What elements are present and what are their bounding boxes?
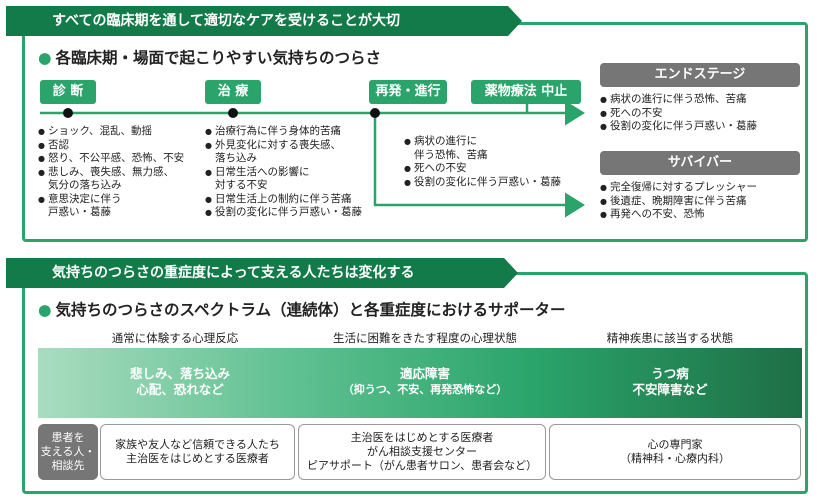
list-item-continued: 伴う恐怖、苦痛 [414, 148, 488, 161]
list-item: 役割の変化に伴う戸惑い・葛藤 [600, 120, 805, 134]
spectrum-band [38, 348, 802, 418]
spectrum-adjustment-label: 適応障害 （抑うつ、不安、再発恐怖など） [342, 366, 508, 396]
timeline-dot-recurrence [370, 108, 380, 118]
list-item: ショック、混乱、動揺 [38, 125, 208, 139]
list-item: 死への不安 [404, 162, 579, 176]
list-item: 役割の変化に伴う戸惑い・葛藤 [404, 176, 579, 190]
stage-recurrence: 再発・進行 [369, 80, 447, 104]
bullet-dot-icon: ● [38, 49, 52, 67]
timeline-dot-diagnosis [63, 108, 73, 118]
list-item: 日常生活への影響に [205, 166, 385, 180]
survivor-list: 完全復帰に対するプレッシャー 後遺症、晩期障害に伴う苦痛 再発への不安、恐怖 [600, 181, 805, 222]
section2-heading: ●気持ちのつらさのスペクトラム（連続体）と各重症度におけるサポーター [38, 301, 566, 319]
list-item: 日常生活上の制約に伴う苦痛 [205, 193, 385, 207]
recurrence-list: 病状の進行に 伴う恐怖、苦痛 死への不安 役割の変化に伴う戸惑い・葛藤 [404, 135, 579, 189]
support-box-disorder: 心の専門家 （精神科・心療内科） [549, 424, 801, 480]
list-item: 後遺症、晩期障害に伴う苦痛 [600, 195, 805, 209]
list-item: 完全復帰に対するプレッシャー [600, 181, 805, 195]
list-item: 否認 [38, 139, 208, 153]
section1-heading: ●各臨床期・場面で起こりやすい気持ちのつらさ [38, 49, 382, 67]
list-item: 病状の進行に [404, 135, 579, 149]
stage-diagnosis: 診 断 [40, 80, 96, 104]
spectrum-normal-label: 悲しみ、落ち込み 心配、恐れなど [129, 366, 230, 397]
list-item: 治療行為に伴う身体的苦痛 [205, 125, 385, 139]
consult-label: 患者を 支える人・ 相談先 [38, 424, 98, 480]
stage-treatment: 治 療 [205, 80, 261, 104]
list-item-continued: 落ち込み [215, 152, 257, 164]
treatment-list: 治療行為に伴う身体的苦痛 外見変化に対する喪失感、 落ち込み 日常生活への影響に… [205, 125, 385, 220]
column-header-difficulty: 生活に困難をきたす程度の心理状態 [333, 331, 517, 345]
list-item: 怒り、不公平感、恐怖、不安 [38, 152, 208, 166]
endstage-list: 病状の進行に伴う恐怖、苦痛 死への不安 役割の変化に伴う戸惑い・葛藤 [600, 93, 805, 134]
list-item-continued: 気分の落ち込み [48, 179, 122, 191]
list-item: 病状の進行に伴う恐怖、苦痛 [600, 93, 805, 107]
stage-drug-stop: 薬物療法 中止 [471, 80, 581, 104]
list-item-continued: 対する不安 [215, 179, 268, 191]
column-header-disorder: 精神疾患に該当する状態 [606, 331, 734, 345]
column-header-normal: 通常に体験する心理反応 [111, 331, 239, 345]
support-box-normal: 家族や友人など信頼できる人たち 主治医をはじめとする医療者 [100, 424, 295, 480]
stage-endstage: エンドステージ [600, 63, 800, 87]
list-item: 意思決定に伴う [38, 193, 208, 207]
list-item: 死への不安 [600, 107, 805, 121]
list-item: 役割の変化に伴う戸惑い・葛藤 [205, 206, 385, 220]
list-item: 外見変化に対する喪失感、 [205, 139, 385, 153]
section1-title: すべての臨床期を通して適切なケアを受けることが大切 [6, 6, 522, 36]
timeline-dot-treatment [228, 108, 238, 118]
list-item-continued: 戸惑い・葛藤 [48, 206, 111, 218]
diagnosis-list: ショック、混乱、動揺 否認 怒り、不公平感、恐怖、不安 悲しみ、喪失感、無力感、… [38, 125, 208, 220]
support-box-difficulty: 主治医をはじめとする医療者 がん相談支援センター ピアサポート（がん患者サロン、… [298, 424, 546, 480]
list-item: 悲しみ、喪失感、無力感、 [38, 166, 208, 180]
stage-survivor: サバイバー [600, 151, 800, 175]
section2-title: 気持ちのつらさの重症度によって支える人たちは変化する [6, 258, 518, 288]
spectrum-depression-label: うつ病 不安障害など [632, 366, 708, 397]
bullet-dot-icon: ● [38, 301, 52, 319]
list-item: 再発への不安、恐怖 [600, 208, 805, 222]
